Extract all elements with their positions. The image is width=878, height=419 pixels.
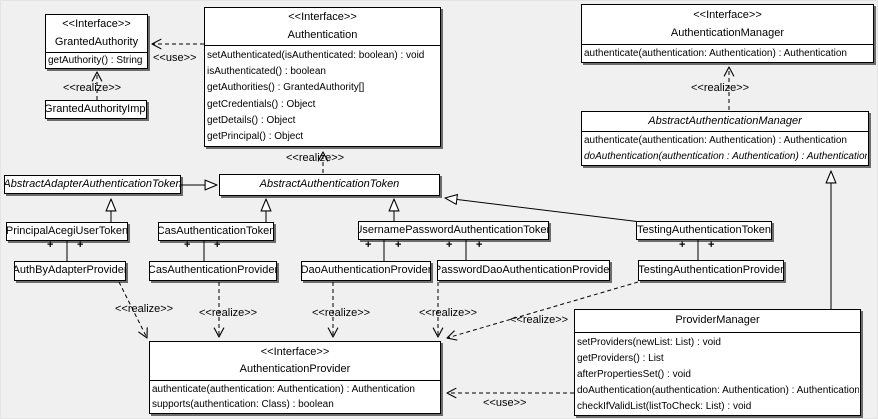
method-row: doAuthentication(authentication: Authent…	[577, 384, 859, 396]
class-username-password-authentication-token[interactable]: UsernamePasswordAuthenticationToken	[358, 221, 549, 240]
class-abstract-authentication-manager[interactable]: AbstractAuthenticationManager authenticat…	[581, 111, 869, 166]
class-cas-authentication-token[interactable]: CasAuthenticationToken	[158, 222, 274, 241]
class-dao-authentication-provider[interactable]: DaoAuthenticationProvider	[301, 261, 431, 281]
class-password-dao-authentication-provider[interactable]: PasswordDaoAuthenticationProvider	[437, 260, 610, 281]
class-granted-authority-impl[interactable]: GrantedAuthorityImpl	[45, 100, 147, 119]
class-provider-manager[interactable]: ProviderManager setProviders(newList: Lis…	[574, 309, 861, 416]
class-name: GrantedAuthorityImpl	[46, 102, 146, 115]
class-abstract-adapter-authentication-token[interactable]: AbstractAdapterAuthenticationToken	[4, 175, 181, 194]
association-plus-label: +	[77, 239, 84, 251]
class-testing-authentication-token[interactable]: TestingAuthenticationToken	[636, 221, 772, 240]
class-name: PasswordDaoAuthenticationProvider	[438, 263, 609, 276]
class-name: AbstractAuthenticationToken	[259, 178, 400, 191]
class-name: Authentication	[287, 28, 358, 41]
class-name: DaoAuthenticationProvider	[302, 264, 430, 277]
class-auth-by-adapter-provider[interactable]: AuthByAdapterProvider	[14, 261, 126, 281]
method-row: getAuthority() : String	[48, 55, 143, 66]
class-principal-acegi-user-token[interactable]: PrincipalAcegiUserToken	[6, 222, 128, 241]
association-plus-label: +	[708, 239, 715, 251]
method-row: authenticate(authentication: Authenticat…	[152, 384, 415, 395]
class-name: AuthenticationProvider	[239, 363, 351, 375]
stereotype-label: <<Interface>>	[693, 9, 762, 22]
method-row: doAuthentication(authentication : Authen…	[584, 150, 867, 162]
stereotype-label: <<Interface>>	[288, 11, 357, 24]
class-name: PrincipalAcegiUserToken	[7, 224, 127, 237]
class-cas-authentication-provider[interactable]: CasAuthenticationProvider	[149, 261, 277, 281]
class-name: AuthByAdapterProvider	[15, 264, 125, 277]
method-row: afterPropertiesSet() : void	[577, 368, 691, 380]
stereotype-label: <<Interface>>	[260, 345, 330, 358]
method-row: getPrincipal() : Object	[207, 131, 304, 143]
class-name: CasAuthenticationToken	[159, 224, 273, 237]
edge-label-realize-authbyadapterprovider: <<realize>>	[115, 303, 174, 315]
method-row: setAuthenticated(isAuthenticated: boolea…	[207, 49, 425, 61]
association-plus-label: +	[184, 239, 191, 251]
edge-label-realize-passworddaoauthenticationprovider: <<realize>>	[419, 307, 478, 319]
method-row: isAuthenticated() : boolean	[207, 65, 326, 77]
class-name: AuthenticationManager	[670, 26, 785, 39]
class-authentication-provider[interactable]: <<Interface>> AuthenticationProvider authe…	[149, 341, 441, 414]
association-plus-label: +	[679, 239, 686, 251]
method-row: getDetails() : Object	[207, 114, 296, 126]
method-row: getProviders() : List	[577, 352, 664, 364]
class-name: TestingAuthenticationProvider	[639, 263, 783, 276]
class-testing-authentication-provider[interactable]: TestingAuthenticationProvider	[638, 260, 784, 281]
edge-label-use-providermanager-authenticationprovider: <<use>>	[483, 397, 527, 409]
class-name: GrantedAuthority	[54, 35, 139, 48]
edge-label-realize-daoauthenticationprovider: <<realize>>	[312, 307, 371, 319]
class-name: CasAuthenticationProvider	[150, 264, 276, 277]
edge-label-realize-abstractauthenticationmanager: <<realize>>	[691, 82, 750, 94]
method-row: checkIfValidList(listToCheck: List) : vo…	[577, 400, 752, 412]
association-plus-label: +	[365, 239, 372, 251]
method-row: getAuthorities() : GrantedAuthority[]	[207, 82, 365, 94]
edge-label-realize-grantedauthorityimpl: <<realize>>	[63, 82, 122, 94]
association-plus-label: +	[395, 239, 402, 251]
edge-label-realize-casauthenticationprovider: <<realize>>	[199, 307, 258, 319]
class-name: AbstractAuthenticationManager	[648, 114, 802, 127]
class-name: AbstractAdapterAuthenticationToken	[5, 177, 180, 190]
class-name: UsernamePasswordAuthenticationToken	[359, 223, 548, 236]
method-row: getCredentials() : Object	[207, 98, 316, 110]
edge-label-realize-testingauthenticationprovider: <<realize>>	[510, 314, 569, 326]
class-authentication-manager[interactable]: <<Interface>> AuthenticationManager authen…	[581, 4, 874, 63]
association-plus-label: +	[214, 239, 221, 251]
class-granted-authority[interactable]: <<Interface>> GrantedAuthority getAuthorit…	[45, 14, 148, 69]
method-row: supports(authentication: Class) : boolea…	[152, 399, 334, 410]
method-row: authenticate(authentication: Authenticat…	[584, 135, 847, 147]
method-row: setProviders(newList: List) : void	[577, 336, 721, 348]
edge-gen-testingtoken-abstracttoken	[445, 198, 642, 223]
association-plus-label: +	[476, 239, 483, 251]
method-row: authenticate(authentication: Authenticat…	[584, 48, 847, 59]
association-plus-label: +	[446, 239, 453, 251]
edge-label-realize-abstractauthenticationtoken: <<realize>>	[286, 152, 345, 164]
class-abstract-authentication-token[interactable]: AbstractAuthenticationToken	[219, 174, 440, 196]
class-authentication[interactable]: <<Interface>> Authentication setAuthentica…	[204, 7, 441, 147]
edge-label-use-authentication-grantedauthority: <<use>>	[153, 52, 197, 64]
class-name: ProviderManager	[675, 314, 760, 327]
association-plus-label: +	[47, 239, 54, 251]
stereotype-label: <<Interface>>	[62, 18, 131, 31]
class-name: TestingAuthenticationToken	[637, 223, 771, 236]
